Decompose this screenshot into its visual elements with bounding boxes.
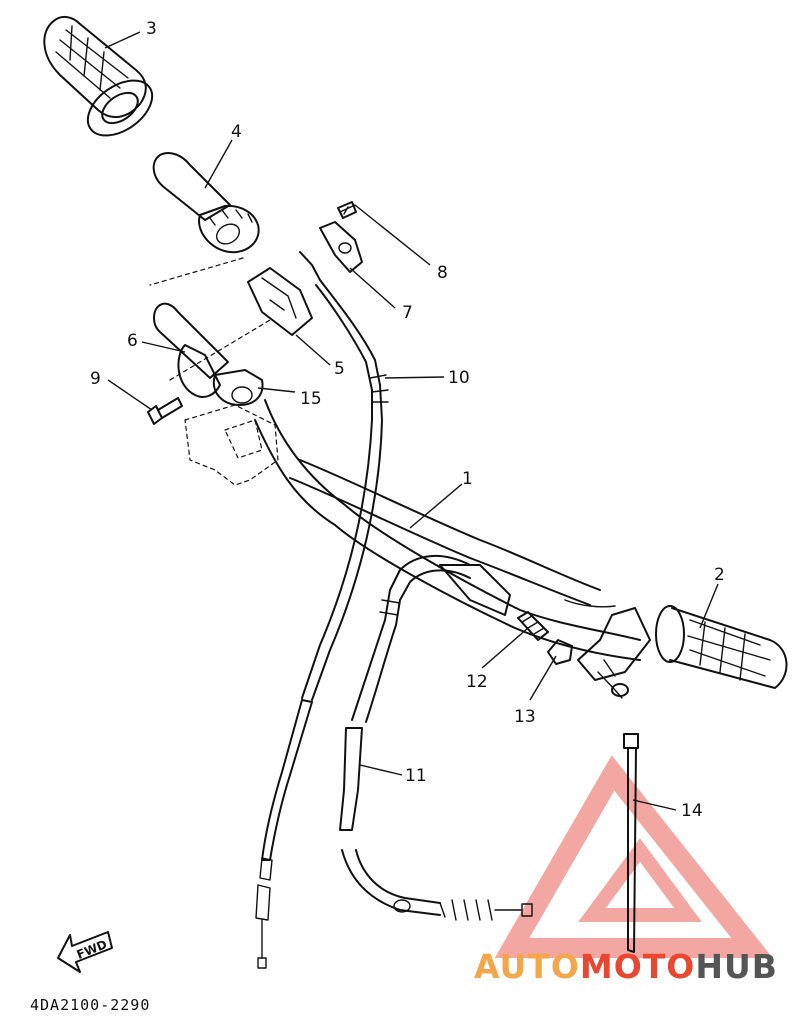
part-4-throttle-grip <box>152 152 260 254</box>
watermark-brand-part1: AUTO <box>474 947 580 986</box>
label-part-15: 15 <box>300 389 322 409</box>
diagram-reference-code: 4DA2100-2290 <box>30 996 150 1014</box>
fwd-label: FWD <box>75 937 109 962</box>
leader-lines <box>104 31 719 811</box>
part-12-adjuster <box>517 611 549 641</box>
part-5-throttle-housing-cap <box>247 267 313 336</box>
part-7-bracket <box>319 221 363 273</box>
label-part-4: 4 <box>231 122 242 142</box>
part-3-grip <box>43 15 154 137</box>
label-part-10: 10 <box>448 368 470 388</box>
label-part-11: 11 <box>405 766 427 786</box>
label-part-3: 3 <box>146 19 157 39</box>
part-number-labels: 1 2 3 4 5 6 7 8 9 10 11 12 13 14 15 <box>90 19 725 821</box>
watermark-brand-part2: MOTO <box>580 947 695 986</box>
fwd-direction-arrow: FWD <box>57 931 113 973</box>
part-8-screw <box>337 201 357 219</box>
part-13-locknut <box>547 639 573 665</box>
watermark-triangle-logo <box>494 755 773 958</box>
watermark-brand-text: AUTOMOTOHUB <box>474 947 778 986</box>
label-part-14: 14 <box>681 801 703 821</box>
part-6-lever-holder <box>153 302 264 406</box>
part-14-cable-tie <box>623 733 639 953</box>
part-9-bolt <box>147 397 183 425</box>
part-10-throttle-cable <box>255 251 389 969</box>
watermark-brand-part3: HUB <box>695 947 778 986</box>
assembly-line-upper <box>149 257 244 286</box>
label-part-6: 6 <box>127 331 138 351</box>
label-part-13: 13 <box>514 707 536 727</box>
part-15-lever-bracket-outline <box>184 404 279 486</box>
label-part-1: 1 <box>462 469 473 489</box>
label-part-7: 7 <box>402 303 413 323</box>
part-2-grip <box>655 605 788 689</box>
label-part-12: 12 <box>466 672 488 692</box>
label-part-8: 8 <box>437 263 448 283</box>
part-1-handlebar <box>254 399 651 699</box>
label-part-5: 5 <box>334 359 345 379</box>
label-part-2: 2 <box>714 565 725 585</box>
label-part-9: 9 <box>90 369 101 389</box>
part-11-clutch-cable <box>339 554 533 921</box>
assembly-line-lower <box>169 319 271 381</box>
